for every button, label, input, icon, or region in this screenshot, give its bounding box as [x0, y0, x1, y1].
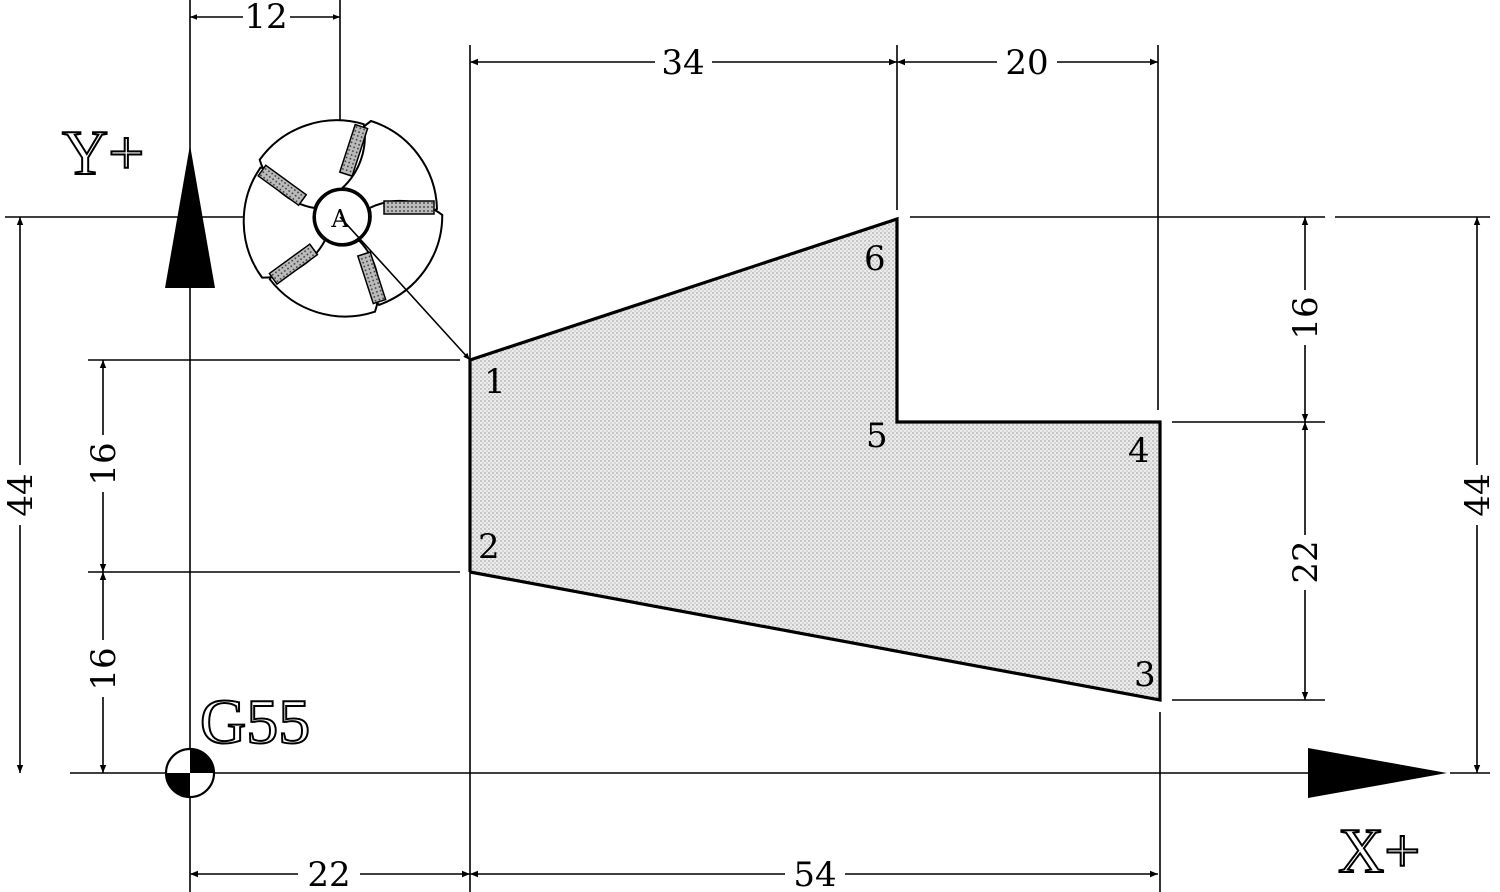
axes: Y+ X+	[61, 0, 1447, 892]
tool-approach-arrow	[339, 216, 471, 361]
dim-bottom-54: 54	[793, 855, 836, 892]
origin-quadrant-icon	[190, 749, 214, 773]
cutter-body-icon	[242, 119, 444, 318]
dim-tool-offset-x: 12	[244, 0, 287, 37]
workpiece-fill	[470, 219, 1160, 700]
dim-left-16-upper: 16	[84, 442, 124, 485]
y-axis-label: Y+	[62, 117, 144, 188]
dim-left-16-lower: 16	[84, 647, 124, 690]
dim-bottom-22: 22	[307, 855, 350, 892]
point-labels: 1 2 3 4 5 6	[478, 239, 1156, 695]
x-axis-arrow-icon	[1308, 748, 1447, 798]
point-label-4: 4	[1128, 431, 1150, 471]
workpiece-profile	[468, 216, 1162, 702]
dim-top-34: 34	[661, 43, 704, 83]
point-label-5: 5	[866, 416, 888, 456]
dim-right-16: 16	[1286, 296, 1326, 339]
origin-g55: G55	[164, 685, 311, 799]
cutter-insert-icon	[257, 123, 435, 305]
dimension-lines	[16, 14, 1481, 878]
point-label-1: 1	[484, 362, 506, 402]
dim-left-44: 44	[1, 473, 41, 516]
origin-quadrant-icon	[166, 773, 190, 797]
point-label-3: 3	[1134, 655, 1156, 695]
dim-far-right-44: 44	[1458, 473, 1498, 516]
extension-lines	[5, 0, 1490, 892]
x-axis-label: X+	[1338, 815, 1420, 886]
point-label-2: 2	[478, 527, 500, 567]
milling-cutter: A	[242, 119, 471, 361]
point-label-6: 6	[864, 239, 886, 279]
tool-center-label: A	[330, 205, 349, 233]
origin-label: G55	[200, 686, 310, 757]
dim-top-20: 20	[1005, 43, 1048, 83]
dim-right-22: 22	[1286, 540, 1326, 583]
